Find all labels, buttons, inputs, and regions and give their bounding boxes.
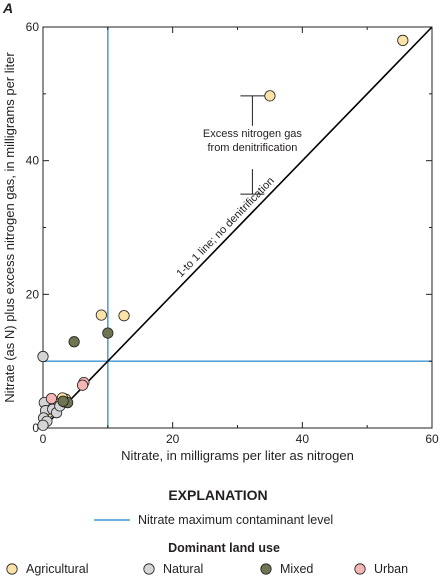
data-point-agricultural xyxy=(264,90,276,102)
y-tick-label: 60 xyxy=(26,20,40,34)
legend-subtitle: Dominant land use xyxy=(168,541,280,555)
y-tick-label: 40 xyxy=(26,154,40,168)
legend-mcl-label: Nitrate maximum contaminant level xyxy=(138,513,333,527)
y-tick-label: 0 xyxy=(32,421,39,435)
x-axis-label: Nitrate, in milligrams per liter as nitr… xyxy=(121,448,354,463)
data-point-mixed xyxy=(102,327,114,339)
annotation-text-line: Excess nitrogen gas xyxy=(203,128,303,140)
data-point-urban xyxy=(76,379,89,391)
legend-swatch-agricultural xyxy=(6,563,18,575)
data-point-urban xyxy=(45,392,58,405)
data-point-natural xyxy=(37,350,49,363)
data-point-agricultural xyxy=(118,310,130,322)
legend-swatch-natural xyxy=(143,563,155,575)
data-point-mixed xyxy=(68,336,80,348)
one-to-one-line xyxy=(42,26,433,429)
legend-label-natural: Natural xyxy=(163,562,203,576)
x-tick-label: 0 xyxy=(40,432,47,446)
plot-area: 1-to 1 line; no denitrification Excess ni… xyxy=(26,20,439,446)
x-tick-label: 60 xyxy=(425,432,439,446)
legend: EXPLANATION Nitrate maximum contaminant … xyxy=(6,487,408,576)
legend-swatch-urban xyxy=(354,563,366,575)
y-axis-label: Nitrate (as N) plus excess nitrogen gas,… xyxy=(2,52,17,403)
x-tick-label: 40 xyxy=(296,432,310,446)
y-tick-label: 20 xyxy=(26,287,40,301)
one-to-one-line-label: 1-to 1 line; no denitrification xyxy=(174,175,276,280)
data-point-agricultural xyxy=(397,34,409,46)
data-point-mixed xyxy=(57,395,69,407)
legend-label-mixed: Mixed xyxy=(280,562,313,576)
legend-title: EXPLANATION xyxy=(168,487,267,503)
panel-letter: A xyxy=(2,0,13,16)
data-point-agricultural xyxy=(95,309,107,321)
x-tick-label: 20 xyxy=(166,432,180,446)
legend-label-urban: Urban xyxy=(374,562,408,576)
data-point-natural xyxy=(37,419,49,431)
legend-swatch-mixed xyxy=(260,563,272,575)
legend-label-agricultural: Agricultural xyxy=(26,562,89,576)
annotation-text-line: from denitrification xyxy=(207,142,297,154)
